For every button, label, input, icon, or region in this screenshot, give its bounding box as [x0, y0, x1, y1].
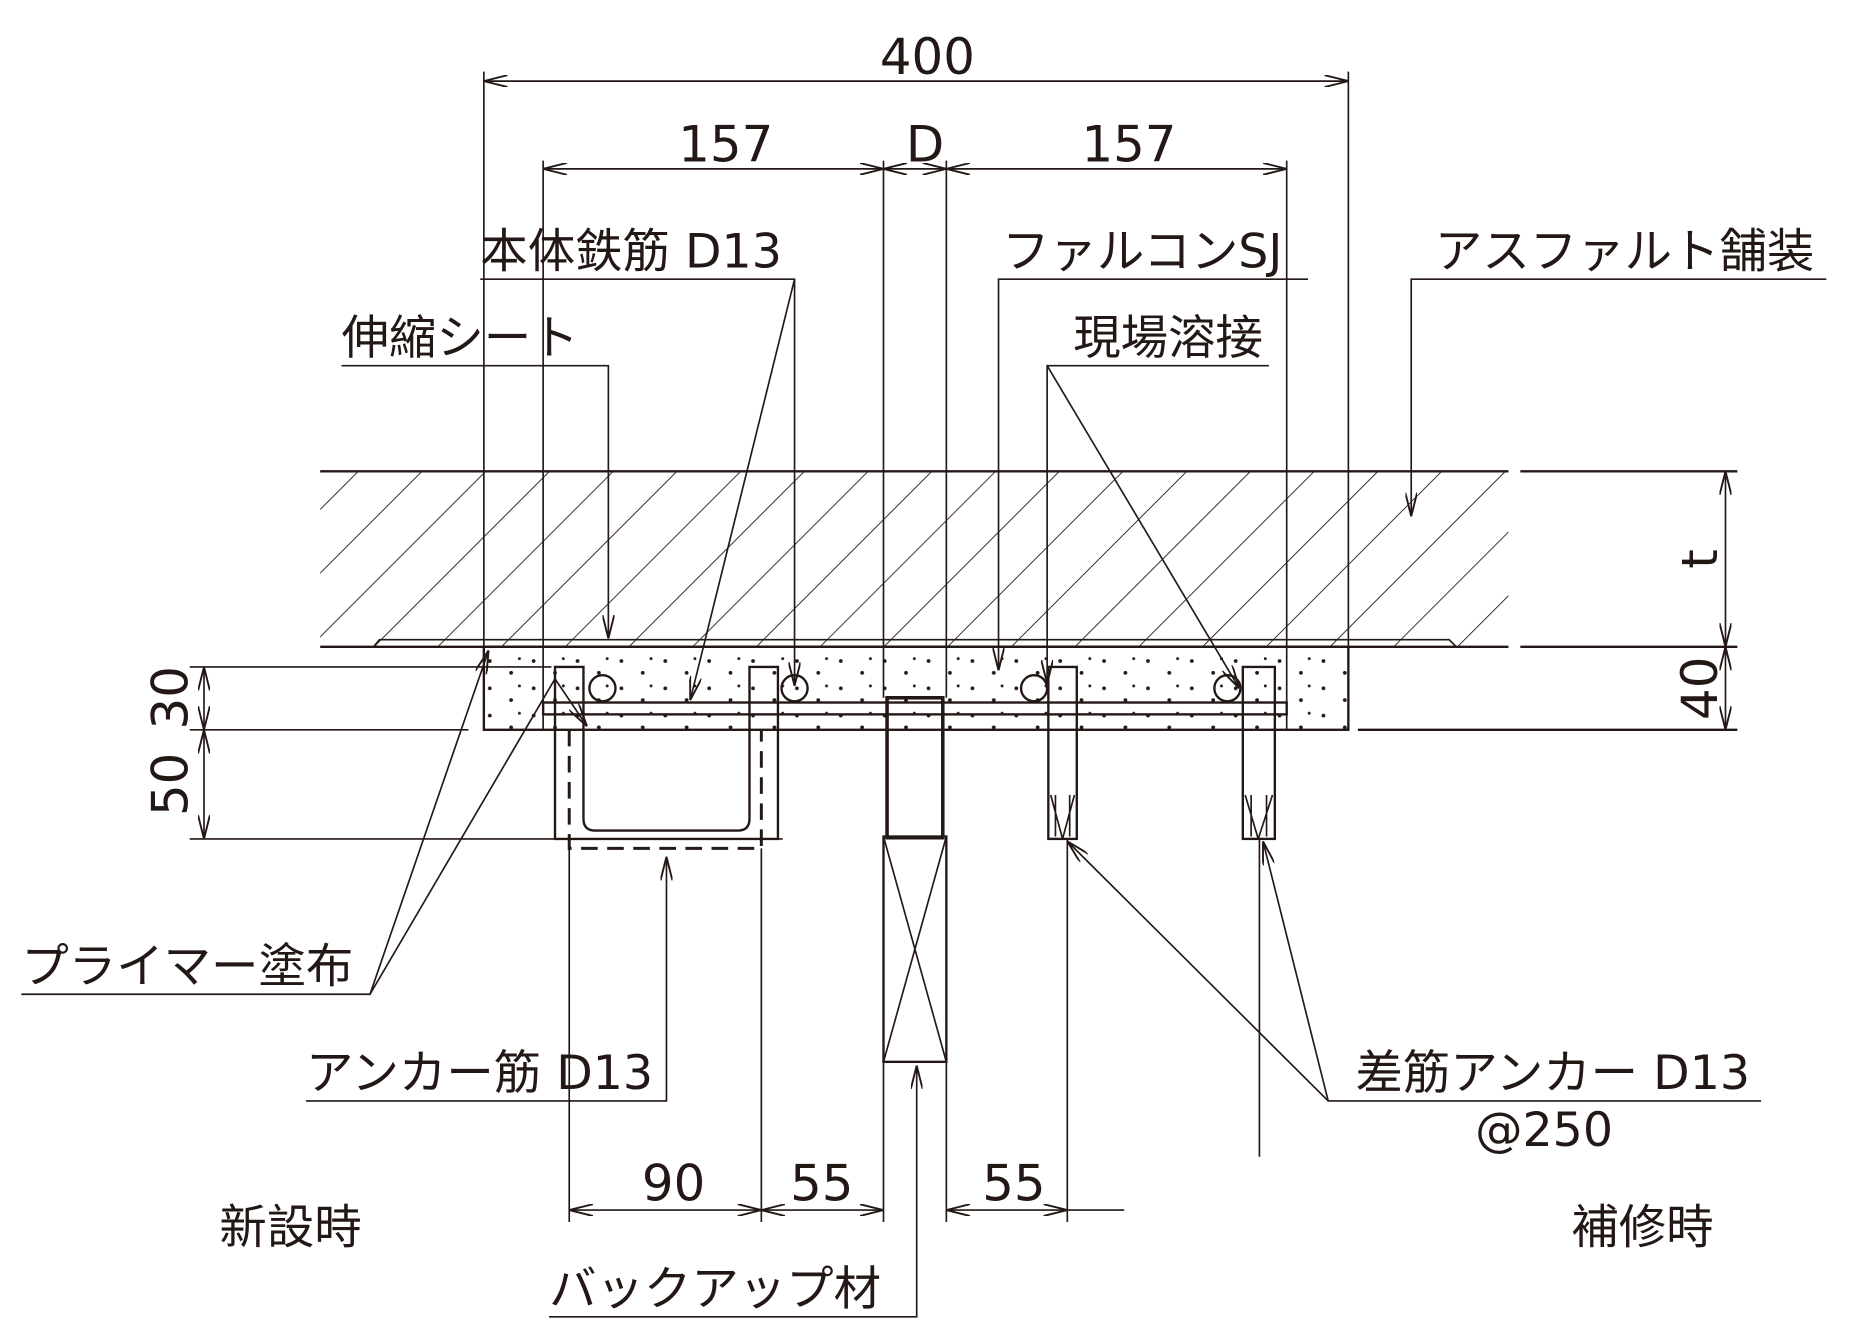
label-asphalt: アスファルト舗装 [1435, 224, 1814, 279]
dim-90: 90 [642, 1155, 705, 1213]
extension-lines [189, 71, 1350, 1222]
expansion-sheet [372, 638, 1457, 648]
label-backup-material: バックアップ材 [549, 1262, 881, 1317]
label-main-rebar: 本体鉄筋 D13 [480, 224, 782, 279]
label-falcon-sj: ファルコンSJ [1002, 224, 1282, 279]
label-dowel-pitch: @250 [1475, 1103, 1613, 1158]
falcon-sj-concrete [482, 645, 1350, 731]
dim-40: 40 [1671, 657, 1729, 720]
label-anchor-rebar: アンカー筋 D13 [306, 1046, 653, 1101]
dim-thickness-t: t [1671, 549, 1729, 569]
dim-30: 30 [141, 666, 199, 729]
dim-55-right: 55 [982, 1155, 1045, 1213]
dim-overall: 400 [880, 28, 975, 86]
leader-lines [21, 278, 1827, 1318]
backup-material [882, 695, 948, 1064]
label-field-welding: 現場溶接 [1073, 311, 1263, 366]
anchor-rebar-u [553, 665, 780, 850]
dim-gap-d: D [906, 116, 944, 174]
asphalt-pavement [320, 470, 1738, 731]
dim-55-left: 55 [790, 1155, 853, 1213]
label-expansion-sheet: 伸縮シート [342, 311, 579, 366]
label-primer: プライマー塗布 [21, 939, 353, 994]
label-dowel-anchor: 差筋アンカー D13 [1355, 1046, 1750, 1101]
label-new-construction: 新設時 [219, 1200, 361, 1255]
dim-right-157: 157 [1081, 116, 1176, 174]
dim-left-157: 157 [678, 116, 773, 174]
dim-50: 50 [141, 753, 199, 816]
label-repair: 補修時 [1571, 1200, 1713, 1255]
dimension-lines [204, 81, 1726, 1210]
